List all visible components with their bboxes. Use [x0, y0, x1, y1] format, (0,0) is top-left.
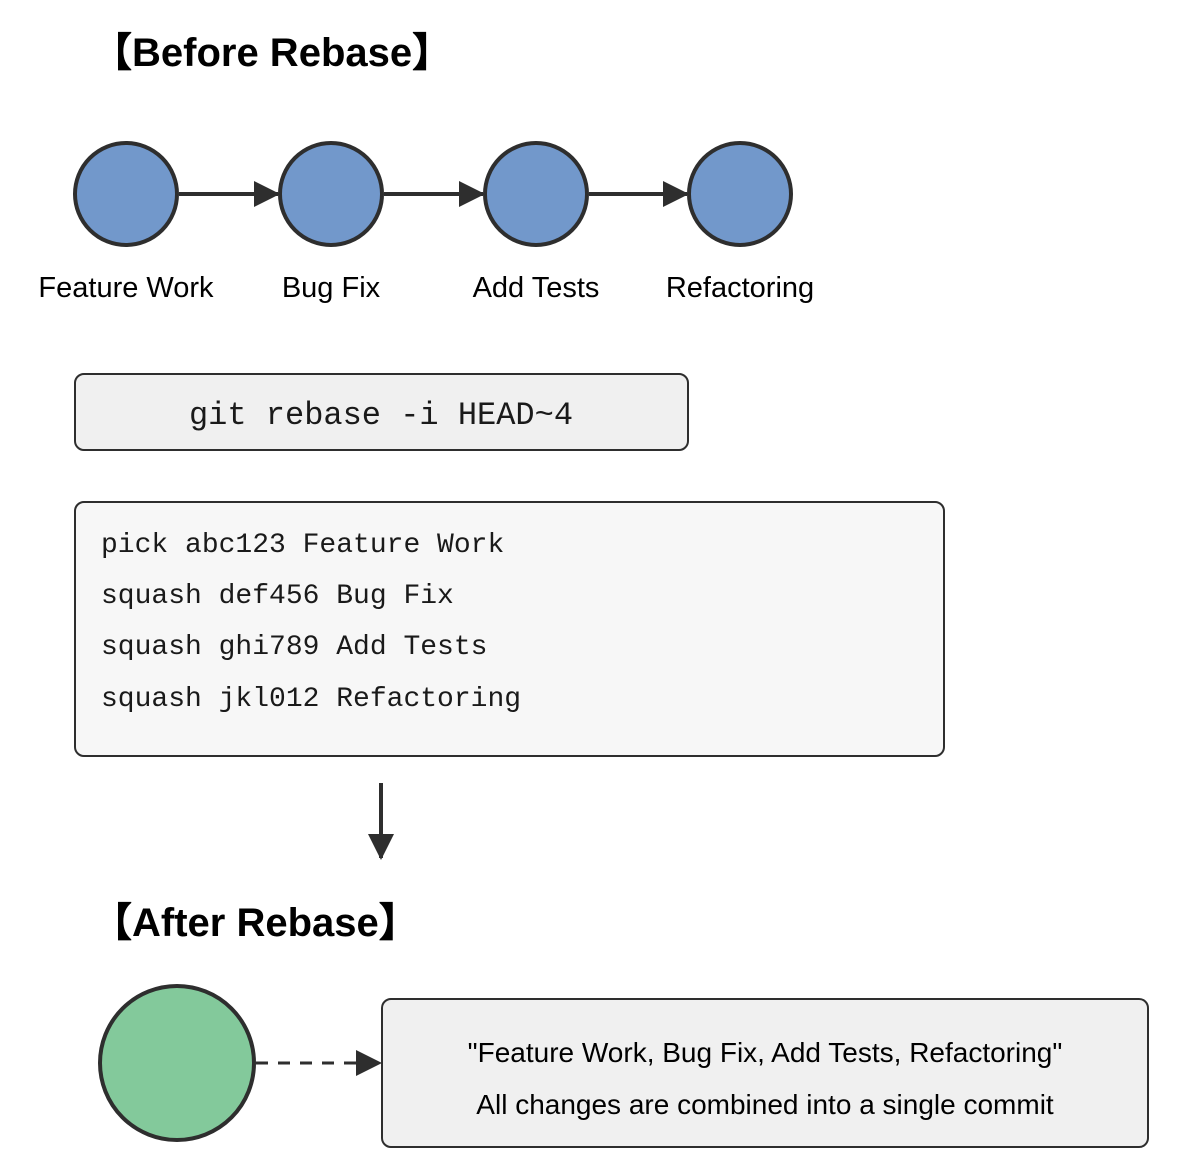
command-box — [74, 373, 689, 451]
commit-node-feature-work — [73, 141, 179, 247]
squashed-commit-node — [98, 984, 256, 1142]
commit-label-feature-work: Feature Work — [38, 272, 214, 304]
rebase-todo-box — [74, 501, 945, 757]
todo-line-squash-add-tests: squash ghi789 Add Tests — [101, 632, 487, 663]
commit-node-add-tests — [483, 141, 589, 247]
combined-commit-description: All changes are combined into a single c… — [476, 1089, 1054, 1120]
todo-line-pick-feature-work: pick abc123 Feature Work — [101, 530, 504, 561]
commit-node-bug-fix — [278, 141, 384, 247]
commit-label-add-tests: Add Tests — [473, 272, 600, 304]
commit-node-refactoring — [687, 141, 793, 247]
before-rebase-heading: 【Before Rebase】 — [92, 31, 452, 75]
command-text: git rebase -i HEAD~4 — [189, 397, 573, 434]
after-rebase-heading: 【After Rebase】 — [92, 901, 419, 945]
commit-label-bug-fix: Bug Fix — [282, 272, 381, 304]
commit-label-refactoring: Refactoring — [666, 272, 814, 304]
todo-line-squash-refactoring: squash jkl012 Refactoring — [101, 684, 521, 715]
combined-commit-message: "Feature Work, Bug Fix, Add Tests, Refac… — [468, 1037, 1063, 1068]
result-box — [381, 998, 1149, 1148]
todo-line-squash-bug-fix: squash def456 Bug Fix — [101, 581, 454, 612]
